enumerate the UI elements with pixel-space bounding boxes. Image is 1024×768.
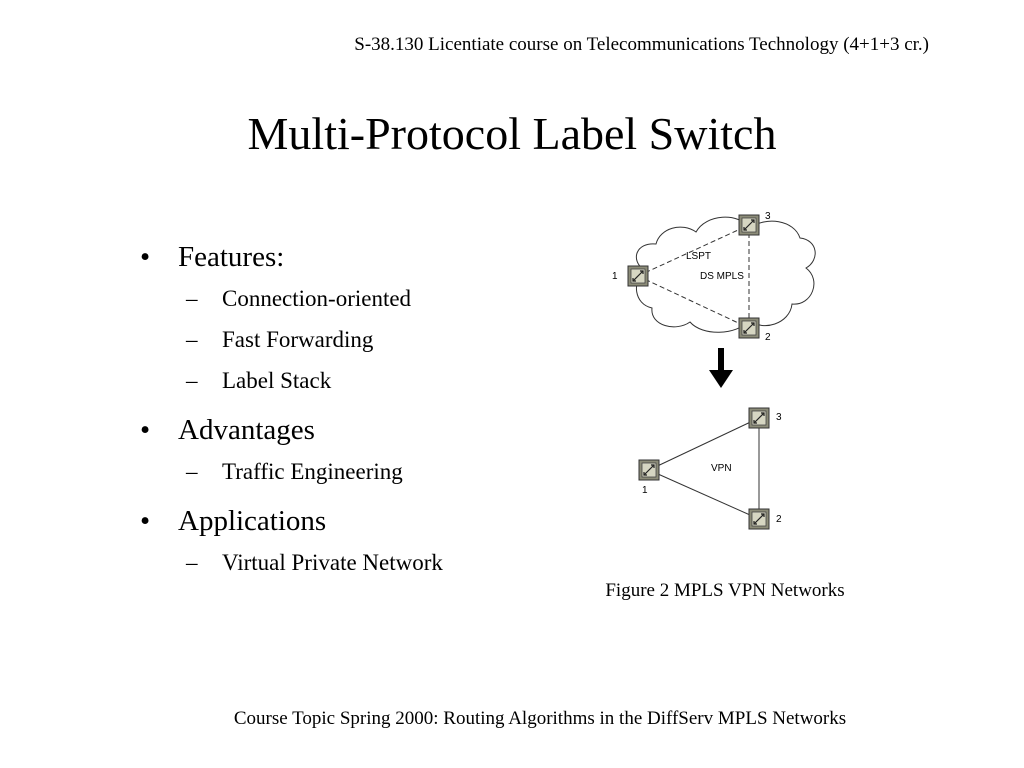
bullet-label: Features:: [178, 241, 285, 273]
router-icon: [638, 459, 660, 481]
sub-list: Connection-oriented Fast Forwarding Labe…: [178, 278, 443, 401]
bullet-label: Advantages: [178, 414, 315, 446]
mpls-cloud: [635, 216, 816, 333]
mpls-diagram: 1 2 3 LSPT DS MPLS 1 2 3 VPN: [612, 211, 816, 530]
router-icon: [738, 317, 760, 339]
footer-text: Course Topic Spring 2000: Routing Algori…: [233, 708, 847, 729]
lspt-label: LSPT: [686, 251, 711, 262]
bullet-label: Applications: [178, 505, 327, 537]
sub-item: Fast Forwarding: [178, 319, 443, 360]
course-header: S-38.130 Licentiate course on Telecommun…: [354, 34, 929, 55]
bullet-applications: Applications Virtual Private Network: [140, 502, 443, 583]
vpn-lines: [648, 417, 760, 520]
router-icon: [748, 508, 770, 530]
router-icon: [748, 407, 770, 429]
node-label: 2: [765, 332, 771, 343]
router-icon: [627, 265, 649, 287]
node-label: 3: [765, 211, 771, 222]
bullet-features: Features: Connection-oriented Fast Forwa…: [140, 238, 443, 401]
mpls-figure: 1 2 3 LSPT DS MPLS 1 2 3 VPN: [590, 198, 860, 543]
slide-title: Multi-Protocol Label Switch: [247, 108, 777, 159]
figure-caption: Figure 2 MPLS VPN Networks: [605, 580, 845, 601]
ds-mpls-label: DS MPLS: [700, 271, 744, 282]
node-label: 1: [612, 271, 618, 282]
node-label: 2: [776, 514, 782, 525]
arrow-down-icon: [709, 348, 733, 388]
sub-item: Connection-oriented: [178, 278, 443, 319]
vpn-label: VPN: [711, 463, 732, 474]
sub-list: Virtual Private Network: [178, 542, 443, 583]
sub-item: Virtual Private Network: [178, 542, 443, 583]
node-label: 1: [642, 485, 648, 496]
bullet-advantages: Advantages Traffic Engineering: [140, 411, 443, 492]
sub-list: Traffic Engineering: [178, 451, 443, 492]
sub-item: Label Stack: [178, 360, 443, 401]
node-label: 3: [776, 412, 782, 423]
bullet-list: Features: Connection-oriented Fast Forwa…: [140, 238, 443, 583]
router-icon: [738, 214, 760, 236]
sub-item: Traffic Engineering: [178, 451, 443, 492]
lsp-lines: [637, 224, 750, 329]
